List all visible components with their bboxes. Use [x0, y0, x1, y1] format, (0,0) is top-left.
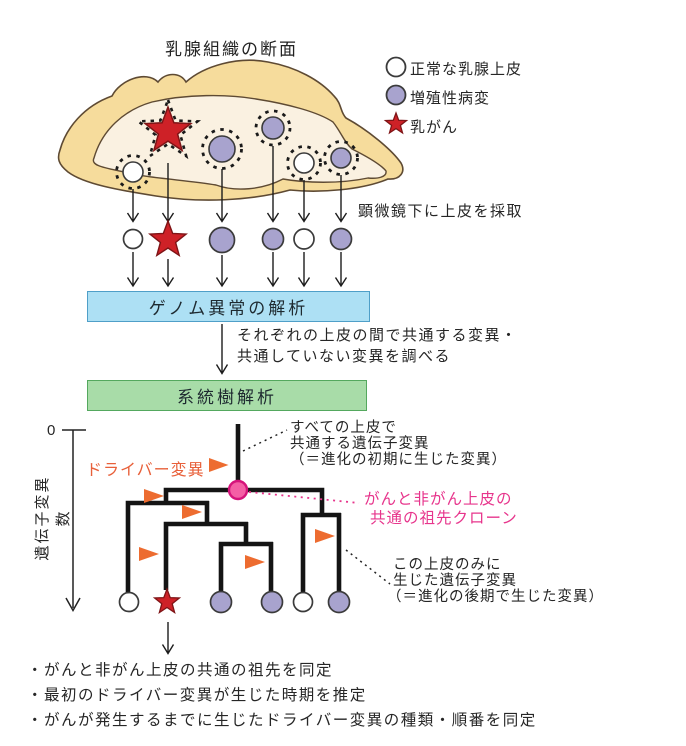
phylogenetic-tree [118, 424, 391, 614]
legend-label: 乳がん [410, 118, 459, 136]
analysis-arrow [126, 252, 140, 288]
root-annotation-line2: 共通する遺伝子変異 [290, 436, 430, 452]
sampling-arrow [334, 175, 348, 223]
lesion-cell [261, 116, 285, 140]
genome-analysis-label: ゲノム異常の解析 [148, 299, 309, 318]
private-annotation-leader [345, 549, 391, 585]
private-annotation-line1: この上皮のみに [393, 557, 502, 573]
mutation-axis [62, 429, 86, 613]
dashed-margin-star [134, 96, 202, 160]
leaf-lesion [327, 590, 351, 614]
legend-item-cancer: 乳がん [410, 115, 522, 137]
sample-normal [122, 228, 144, 250]
leaf-normal [292, 591, 314, 613]
driver-flag-icon [245, 555, 265, 569]
leaf-lesion [260, 590, 284, 614]
sample-lesion [329, 227, 353, 251]
driver-flags [139, 458, 335, 569]
sampling-arrow [266, 146, 280, 223]
phylo-analysis-label: 系統樹解析 [177, 388, 277, 407]
private-annotation-line2: 生じた遺伝子変異 [393, 573, 517, 589]
driver-flag-icon [144, 489, 164, 503]
phylo-analysis-box: 系統樹解析 [87, 380, 367, 411]
genome-note-line1: それぞれの上皮の間で共通する変異・ [237, 327, 518, 344]
ancestor-clone-node [227, 479, 249, 501]
conclusion-item: ・がんと非がん上皮の共通の祖先を同定 [27, 662, 334, 679]
ancestor-annotation-line1: がんと非がん上皮の [364, 491, 513, 508]
sample-lesion [261, 227, 285, 251]
normal-cell [293, 152, 315, 174]
genome-note-line2: 共通していない変異を調べる [237, 348, 452, 365]
driver-flag-icon [209, 458, 229, 472]
ancestor-annotation-line2: 共通の祖先クローン [370, 509, 518, 527]
legend-item-normal: 正常な乳腺上皮 [410, 57, 522, 79]
driver-flag-icon [315, 529, 335, 543]
tree-leaves [118, 587, 351, 614]
axis-title: 遺伝子変異数 [34, 475, 72, 561]
root-annotation: すべての上皮で 共通する遺伝子変異 （＝進化の初期に生じた変異） [290, 420, 507, 468]
step-arrow [215, 324, 229, 375]
dashed-margin [254, 109, 292, 147]
driver-mutation-label: ドライバー変異 [86, 462, 205, 479]
conclusion-item: ・最初のドライバー変異が生じた時期を推定 [27, 687, 367, 704]
analysis-arrow [334, 252, 348, 288]
axis-arrowhead-icon [65, 597, 81, 613]
dashed-margin [286, 145, 322, 181]
lesion-cell [330, 147, 352, 169]
dashed-margin [323, 140, 359, 176]
sample-lesion [208, 226, 236, 254]
cancer-cell-star [143, 104, 193, 153]
sampling-arrows [126, 146, 348, 223]
legend-label: 増殖性病変 [410, 89, 491, 107]
driver-flag-icon [182, 505, 202, 519]
extracted-samples [122, 219, 353, 258]
analysis-arrows [126, 252, 348, 655]
sampling-arrow [126, 189, 140, 223]
breast-cancer-icon [383, 111, 409, 135]
conclusions-list: ・がんと非がん上皮の共通の祖先を同定 ・最初のドライバー変異が生じた時期を推定 … [27, 658, 537, 733]
dashed-margin [201, 128, 243, 170]
analysis-arrow [215, 255, 229, 288]
conclusion-item: ・がんが発生するまでに生じたドライバー変異の種類・順番を同定 [27, 712, 537, 729]
sample-normal [293, 228, 315, 250]
private-annotation: この上皮のみに 生じた遺伝子変異 （＝進化の後期で生じた変異） [387, 557, 604, 605]
legend-item-lesion: 増殖性病変 [410, 86, 522, 108]
normal-cell [122, 161, 144, 183]
sampling-arrow [215, 169, 229, 223]
sample-cancer-star [148, 219, 188, 258]
root-annotation-leader [242, 429, 288, 452]
leaf-cancer-star [152, 587, 182, 614]
diagram-title: 乳腺組織の断面 [165, 40, 298, 59]
sampling-arrow [297, 180, 311, 223]
private-annotation-line3: （＝進化の後期で生じた変異） [387, 589, 604, 605]
result-arrow [161, 622, 175, 655]
leaf-normal [118, 591, 140, 613]
driver-flag-icon [139, 547, 159, 561]
sampling-note: 顕微鏡下に上皮を採取 [358, 203, 524, 220]
genome-note: それぞれの上皮の間で共通する変異・ 共通していない変異を調べる [237, 325, 518, 367]
analysis-arrow [161, 259, 175, 288]
normal-epithelium-icon [385, 56, 407, 78]
axis-line [62, 429, 86, 608]
root-annotation-line3: （＝進化の初期に生じた変異） [290, 452, 507, 468]
ancestor-annotation: がんと非がん上皮の 共通の祖先クローン [364, 491, 518, 528]
genome-analysis-box: ゲノム異常の解析 [87, 291, 370, 322]
axis-zero-label: 0 [47, 422, 56, 439]
leaf-lesion [209, 590, 233, 614]
legend: 正常な乳腺上皮 増殖性病変 乳がん [410, 57, 522, 137]
root-annotation-line1: すべての上皮で [290, 420, 397, 436]
proliferative-lesion-icon [385, 84, 407, 106]
legend-icons [383, 56, 409, 135]
analysis-arrow [266, 252, 280, 288]
analysis-arrow [297, 252, 311, 288]
legend-label: 正常な乳腺上皮 [410, 60, 523, 78]
lesion-cell [208, 135, 236, 163]
ancestor-annotation-leader [248, 491, 360, 504]
dashed-margin [115, 154, 151, 190]
tissue-cells [115, 96, 359, 190]
